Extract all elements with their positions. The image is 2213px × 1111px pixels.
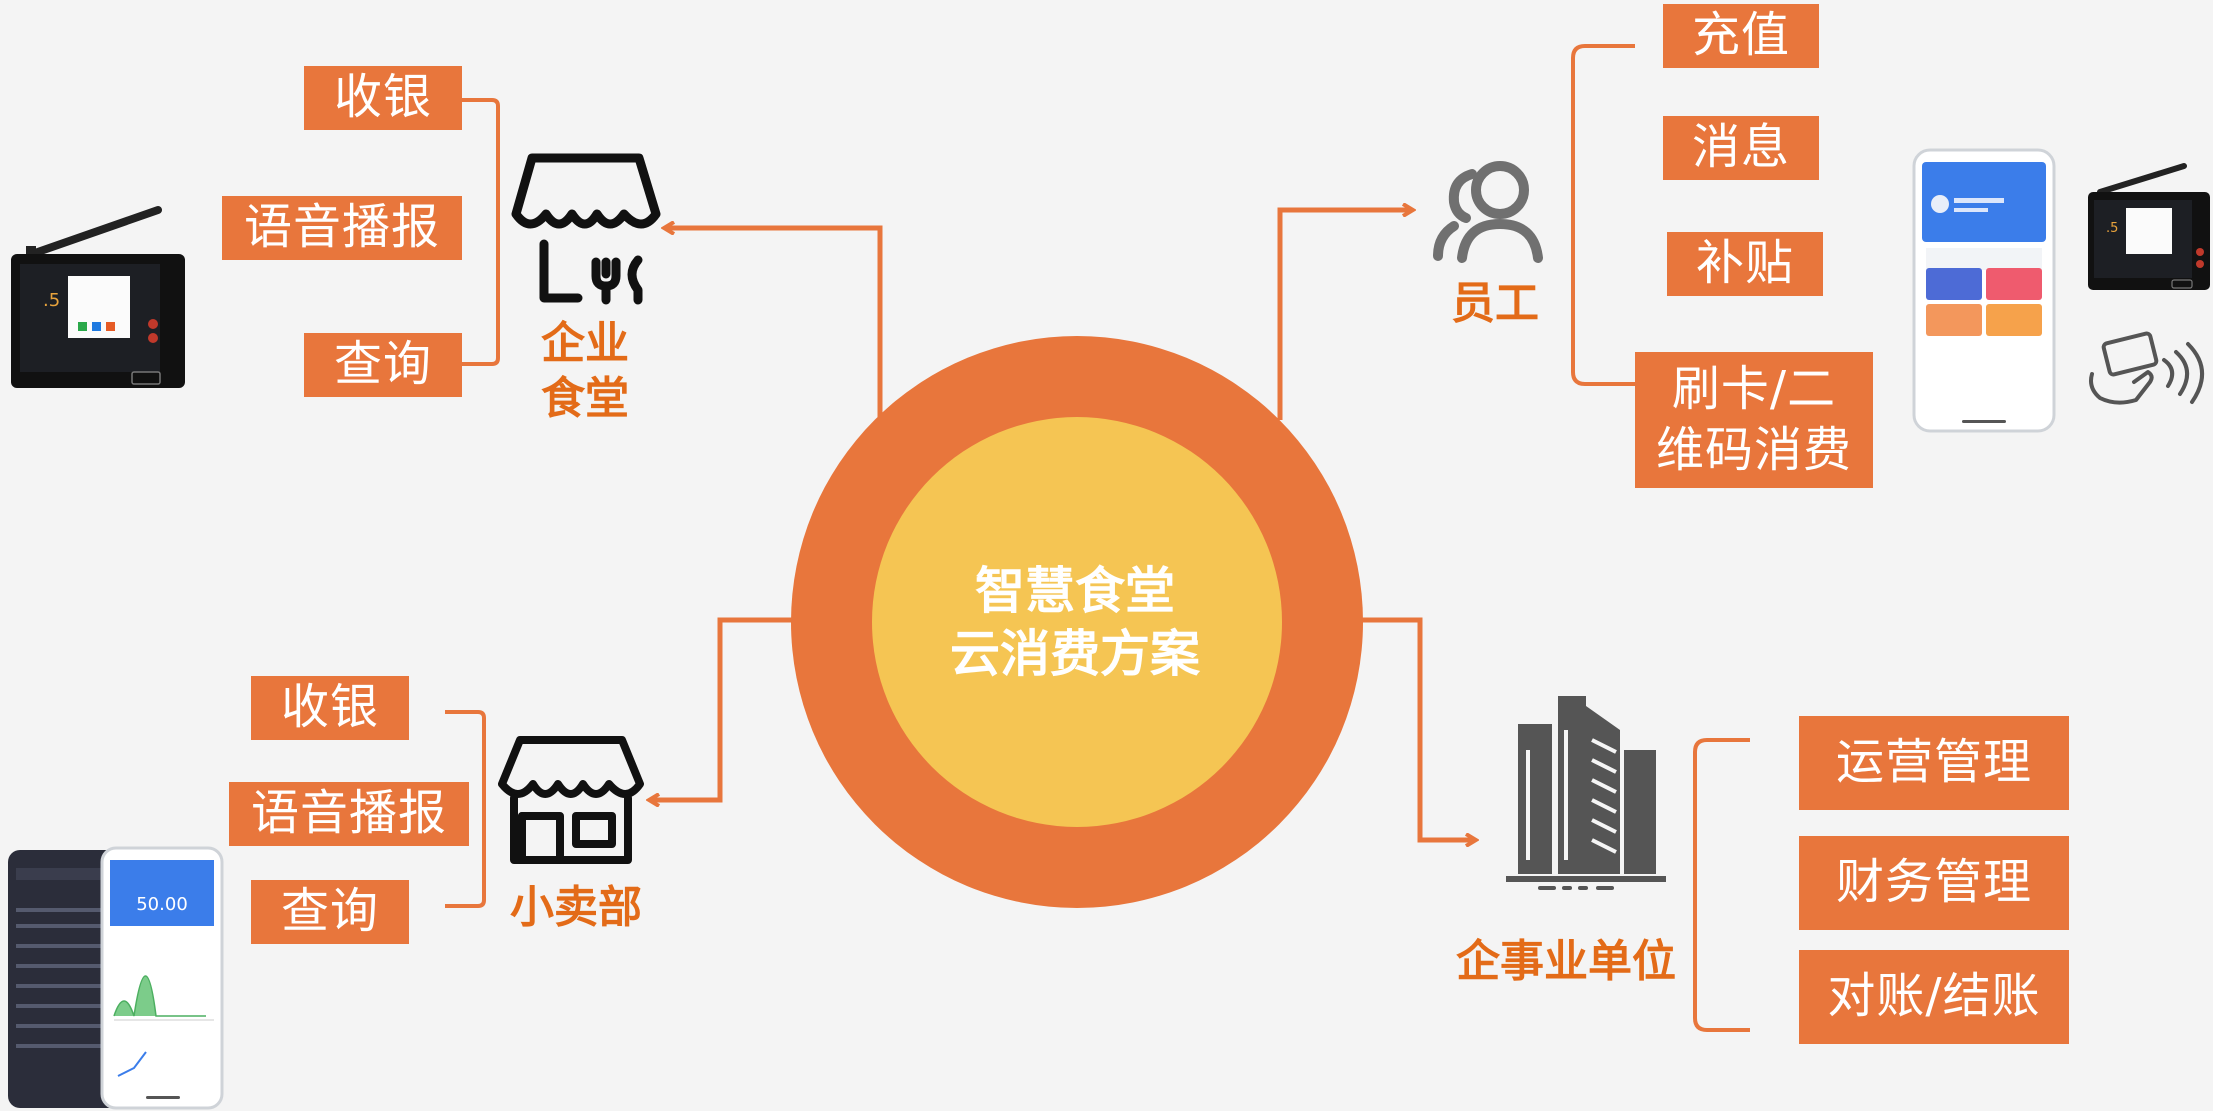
arrow-to-canteen — [665, 228, 883, 420]
staff-item-card-qr-line1: 刷卡/二 — [1671, 360, 1837, 417]
bracket-shop — [445, 710, 486, 908]
arrow-to-shop — [650, 617, 800, 800]
office-building-icon — [1506, 696, 1666, 890]
arrow-to-enterprise — [1360, 617, 1475, 840]
pos-terminal-left: .5 — [11, 206, 185, 388]
phone-balance: 50.00 — [136, 894, 188, 915]
staff-item-recharge: 充值 — [1663, 4, 1819, 68]
enterprise-label: 企事业单位 — [1456, 936, 1676, 987]
enterprise-item-operations: 运营管理 — [1799, 716, 2069, 810]
pos-terminal-right: .5 — [2088, 163, 2210, 290]
shop-store-icon — [498, 736, 644, 864]
bracket-canteen — [460, 98, 500, 366]
staff-item-message: 消息 — [1663, 116, 1819, 180]
shop-item-voice: 语音播报 — [229, 782, 469, 846]
restaurant-store-icon — [511, 153, 661, 305]
shop-label: 小卖部 — [510, 882, 642, 933]
canteen-item-query: 查询 — [304, 333, 462, 397]
canteen-label-line2: 食堂 — [541, 373, 629, 424]
enterprise-item-finance: 财务管理 — [1799, 836, 2069, 930]
enterprise-item-reconcile: 对账/结账 — [1799, 950, 2069, 1044]
canteen-item-cashier: 收银 — [304, 66, 462, 130]
bracket-staff — [1571, 44, 1635, 386]
person-icon — [1433, 161, 1543, 263]
center-title-line1: 智慧食堂 — [975, 562, 1175, 620]
center-title: 智慧食堂 云消费方案 — [880, 560, 1270, 685]
center-title-line2: 云消费方案 — [950, 624, 1200, 683]
staff-label: 员工 — [1451, 278, 1539, 329]
staff-item-card-qr-line2: 维码消费 — [1655, 422, 1852, 478]
canteen-label: 企业 食堂 — [520, 316, 650, 426]
staff-phone — [1912, 148, 2056, 433]
staff-item-subsidy: 补贴 — [1667, 232, 1823, 296]
bracket-enterprise — [1693, 738, 1750, 1032]
staff-item-card-qr: 刷卡/二 维码消费 — [1635, 352, 1873, 488]
canteen-item-voice: 语音播报 — [222, 196, 462, 260]
shop-phones: 50.00 — [8, 846, 224, 1110]
arrow-to-staff — [1277, 210, 1412, 420]
svg-text:.5: .5 — [2106, 221, 2118, 236]
inner-disc — [872, 417, 1282, 827]
nfc-card-tap-icon — [2089, 331, 2205, 405]
pos-display-value: .5 — [43, 290, 60, 311]
shop-item-cashier: 收银 — [251, 676, 409, 740]
canteen-label-line1: 企业 — [541, 318, 629, 369]
shop-item-query: 查询 — [251, 880, 409, 944]
